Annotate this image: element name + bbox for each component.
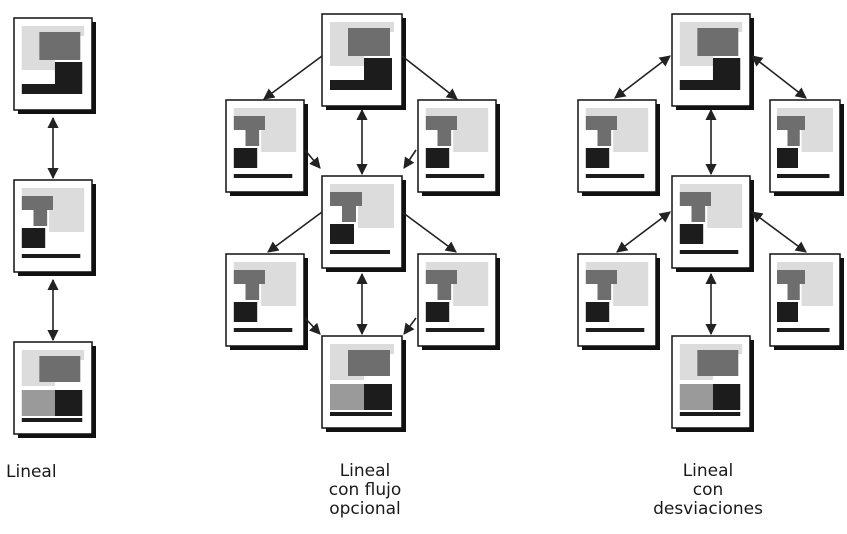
link-optional-left1-center: [304, 149, 321, 169]
link-deviation-center-left: [616, 211, 671, 253]
page-deviation-bottom: [671, 335, 754, 432]
caption-linear-deviations: Lineal con desviaciones: [628, 462, 788, 519]
page-deviation-left-1: [577, 99, 660, 196]
page-deviation-right-2: [769, 253, 844, 350]
page-linear-1: [13, 17, 96, 114]
caption-line: Lineal: [682, 461, 734, 481]
caption-line: con flujo: [328, 480, 402, 500]
link-optional-top-left: [263, 55, 323, 100]
page-linear-3: [13, 341, 96, 438]
link-optional-right2-bottom: [403, 317, 417, 335]
link-optional-left2-bottom: [304, 317, 321, 335]
page-optional-center: [321, 175, 406, 272]
link-optional-center-left2: [267, 211, 323, 253]
page-deviation-left-2: [577, 253, 660, 350]
caption-linear-optional-flow: Lineal con flujo opcional: [300, 462, 430, 519]
caption-line: Lineal: [6, 462, 57, 482]
link-optional-center-right2: [401, 211, 457, 253]
page-linear-2: [13, 179, 96, 276]
link-deviation-top-right: [751, 55, 807, 99]
page-optional-right-2: [417, 253, 500, 350]
caption-line: con: [692, 480, 724, 500]
link-deviation-top-left: [614, 55, 671, 99]
page-deviation-center: [671, 175, 754, 272]
page-optional-bottom: [321, 335, 406, 432]
caption-line: desviaciones: [653, 499, 763, 519]
link-optional-top-right: [401, 55, 458, 100]
page-optional-left-1: [225, 99, 308, 196]
page-deviation-right-1: [769, 99, 844, 196]
link-optional-right1-center: [403, 149, 417, 169]
page-optional-top: [321, 13, 406, 110]
caption-linear: Lineal: [6, 463, 86, 482]
caption-line: opcional: [329, 499, 401, 519]
page-optional-left-2: [225, 253, 308, 350]
link-deviation-center-right: [751, 211, 807, 253]
page-optional-right-1: [417, 99, 500, 196]
page-deviation-top: [671, 13, 754, 110]
caption-line: Lineal: [339, 461, 391, 481]
